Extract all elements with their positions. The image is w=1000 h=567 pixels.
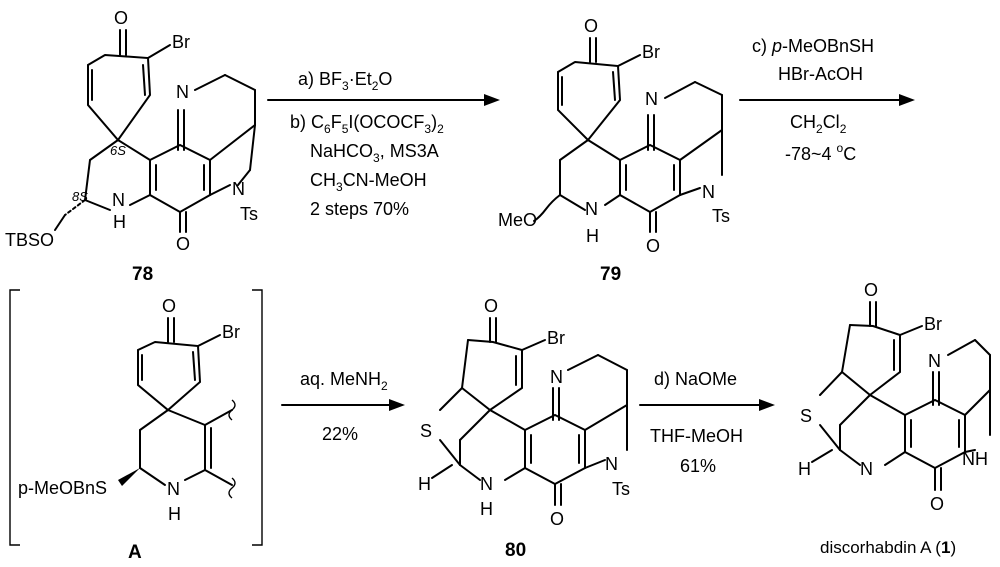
atom-br: Br bbox=[924, 314, 942, 334]
meo-label: MeO bbox=[498, 210, 537, 230]
atom-ts: Ts bbox=[712, 206, 730, 226]
intermediate-a: O Br N H p-MeOBnS A bbox=[9, 289, 263, 563]
condition-c-line3: CH2Cl2 bbox=[790, 112, 847, 136]
atom-n: N bbox=[176, 82, 189, 102]
compound-discorhabdin-a: O Br N S H N O NH discorhabdin A (1) bbox=[798, 280, 991, 557]
atom-n: N bbox=[645, 89, 658, 109]
atom-n: N bbox=[702, 182, 715, 202]
stereo-6s: 6S bbox=[110, 143, 126, 158]
atom-o: O bbox=[646, 236, 660, 256]
atom-o: O bbox=[484, 296, 498, 316]
stereo-8s: 8S bbox=[72, 189, 88, 204]
condition-yield-1: 2 steps 70% bbox=[310, 199, 409, 219]
atom-h: H bbox=[418, 474, 431, 494]
compound-label-80: 80 bbox=[505, 540, 526, 561]
atom-nh: N bbox=[860, 459, 873, 479]
atom-n: N bbox=[550, 367, 563, 387]
bracket-right bbox=[252, 289, 263, 546]
atom-h: H bbox=[798, 459, 811, 479]
atom-o: O bbox=[114, 8, 128, 28]
compound-name-discorhabdin: discorhabdin A (1) bbox=[820, 538, 956, 557]
condition-b-line4: CH3CN-MeOH bbox=[310, 170, 427, 194]
thiol-label: p-MeOBnS bbox=[18, 478, 107, 498]
tbso-label: TBSO bbox=[5, 230, 54, 250]
atom-o: O bbox=[176, 234, 190, 254]
atom-h: H bbox=[480, 499, 493, 519]
reaction-arrow-3: aq. MeNH2 22% bbox=[281, 369, 405, 444]
atom-o: O bbox=[584, 16, 598, 36]
atom-o: O bbox=[930, 494, 944, 514]
atom-hn: NH bbox=[962, 449, 988, 469]
atom-nh: N bbox=[480, 474, 493, 494]
atom-n: N bbox=[605, 454, 618, 474]
compound-78: O Br N N H O N Ts TBSO 8S 6S 78 bbox=[5, 8, 258, 285]
atom-o: O bbox=[550, 509, 564, 529]
atom-h: H bbox=[168, 504, 181, 524]
atom-br: Br bbox=[172, 32, 190, 52]
compound-79: O Br N N H O N Ts MeO 79 bbox=[498, 16, 730, 285]
atom-n: N bbox=[232, 179, 245, 199]
atom-nh: N bbox=[167, 479, 180, 499]
condition-b-line3: NaHCO3, MS3A bbox=[310, 141, 439, 165]
atom-br: Br bbox=[222, 322, 240, 342]
condition-d: d) NaOMe bbox=[654, 369, 737, 389]
atom-nh: N bbox=[585, 199, 598, 219]
atom-o: O bbox=[864, 280, 878, 300]
reaction-arrow-4: d) NaOMe THF-MeOH 61% bbox=[639, 369, 775, 476]
condition-a: a) BF3·Et2O bbox=[298, 69, 392, 93]
bracket-left bbox=[9, 289, 20, 546]
atom-br: Br bbox=[547, 328, 565, 348]
atom-br: Br bbox=[642, 42, 660, 62]
atom-o: O bbox=[162, 296, 176, 316]
atom-s: S bbox=[800, 406, 812, 426]
atom-ts: Ts bbox=[612, 479, 630, 499]
condition-c-line4: -78~4 oC bbox=[785, 141, 856, 164]
reaction-arrow-2: c) p-MeOBnSH HBr-AcOH CH2Cl2 -78~4 oC bbox=[739, 36, 915, 164]
condition-yield-4: 61% bbox=[680, 456, 716, 476]
atom-h: H bbox=[586, 226, 599, 246]
reaction-arrow-1: a) BF3·Et2O b) C6F5I(OCOCF3)2 NaHCO3, MS… bbox=[267, 69, 500, 219]
atom-s: S bbox=[420, 421, 432, 441]
condition-c-line2: HBr-AcOH bbox=[778, 64, 863, 84]
atom-ts: Ts bbox=[240, 204, 258, 224]
atom-n: N bbox=[928, 351, 941, 371]
condition-b: b) C6F5I(OCOCF3)2 bbox=[290, 112, 444, 136]
compound-80: O Br N S H N H O N Ts 80 bbox=[418, 296, 630, 561]
condition-aq-menh2: aq. MeNH2 bbox=[300, 369, 388, 393]
condition-c: c) p-MeOBnSH bbox=[752, 36, 874, 56]
compound-label-79: 79 bbox=[600, 264, 621, 285]
condition-yield-3: 22% bbox=[322, 424, 358, 444]
atom-h: H bbox=[113, 212, 126, 232]
condition-d-solvent: THF-MeOH bbox=[650, 426, 743, 446]
atom-nh: N bbox=[112, 190, 125, 210]
compound-label-a: A bbox=[128, 542, 142, 563]
compound-label-78: 78 bbox=[132, 264, 153, 285]
